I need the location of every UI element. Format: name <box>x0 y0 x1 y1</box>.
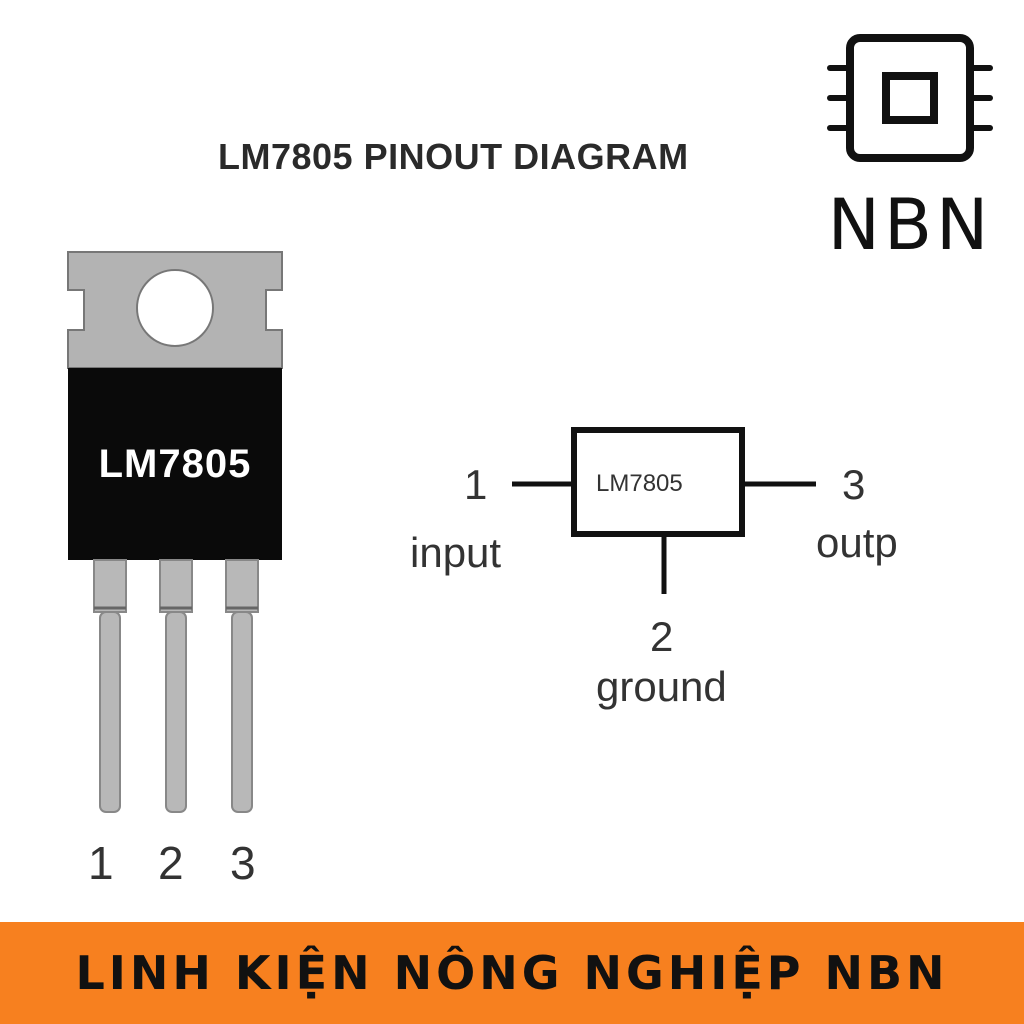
pin2-number: 2 <box>650 613 674 660</box>
logo-text: NBN <box>827 184 993 266</box>
chip-icon <box>827 34 993 162</box>
nbn-logo: NBN <box>822 30 998 260</box>
schematic-chip-label: LM7805 <box>596 470 683 497</box>
banner-text: LINH KIỆN NÔNG NGHIỆP NBN <box>75 946 949 1000</box>
pin3-name: outp <box>816 519 898 566</box>
pin1-number: 1 <box>464 461 488 508</box>
schematic-symbol: LM7805 1 input 3 outp 2 ground <box>400 420 930 740</box>
pin1-name: input <box>410 529 502 576</box>
diagram-title: LM7805 PINOUT DIAGRAM <box>218 136 689 177</box>
pin2-name: ground <box>596 663 727 710</box>
package-pin-2: 2 <box>158 837 184 889</box>
brand-banner: LINH KIỆN NÔNG NGHIỆP NBN <box>0 922 1024 1024</box>
pin3-number: 3 <box>842 461 866 508</box>
to220-package: LM7805 <box>60 250 290 850</box>
package-label: LM7805 <box>98 442 252 486</box>
package-pin-1: 1 <box>88 837 114 889</box>
package-pin-3: 3 <box>230 837 256 889</box>
